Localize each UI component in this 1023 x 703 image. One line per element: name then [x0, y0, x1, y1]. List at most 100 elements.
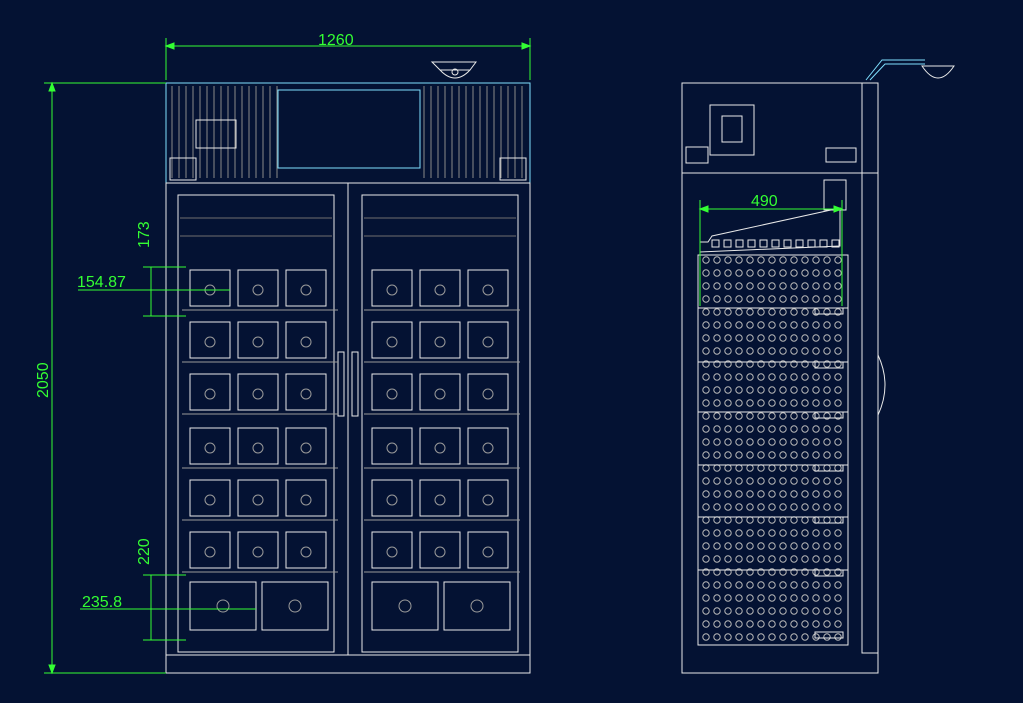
tray-cell — [189, 427, 231, 465]
side-bottle — [702, 581, 710, 589]
tray-item — [204, 388, 216, 400]
side-bottle — [812, 607, 820, 615]
side-bottle — [779, 581, 787, 589]
side-bottle — [823, 256, 831, 264]
side-bottle — [801, 399, 809, 407]
side-bottle — [812, 464, 820, 472]
side-camera — [865, 59, 955, 81]
side-bottle — [735, 321, 743, 329]
side-bottle — [713, 399, 721, 407]
side-bottle — [834, 607, 842, 615]
top-rack-slot — [711, 239, 720, 248]
side-bottle — [746, 256, 754, 264]
side-bottle — [779, 373, 787, 381]
side-bottle — [702, 334, 710, 342]
side-bottle — [790, 425, 798, 433]
side-bottle — [757, 620, 765, 628]
side-bottle — [724, 347, 732, 355]
side-bottle — [779, 386, 787, 394]
side-bottle — [702, 490, 710, 498]
side-bottle — [746, 464, 754, 472]
side-bottle — [702, 308, 710, 316]
side-bottle — [757, 503, 765, 511]
side-bottle — [768, 477, 776, 485]
side-bottle — [823, 633, 831, 641]
side-dimensions — [698, 200, 844, 306]
tray-width-small-label: 154.87 — [77, 274, 126, 291]
side-bottle — [702, 347, 710, 355]
side-shelf-clip — [814, 307, 844, 315]
side-bottle — [713, 256, 721, 264]
side-bottle — [746, 347, 754, 355]
side-bottle — [713, 282, 721, 290]
side-bottle — [713, 581, 721, 589]
side-bottle — [801, 373, 809, 381]
side-bottle — [779, 607, 787, 615]
side-bottle — [823, 399, 831, 407]
side-bottle — [713, 620, 721, 628]
side-bottle — [790, 334, 798, 342]
side-bottle — [757, 451, 765, 459]
tray-item — [204, 336, 216, 348]
side-bottle — [790, 620, 798, 628]
side-bottle — [768, 256, 776, 264]
side-bottle — [801, 594, 809, 602]
tray-item — [386, 388, 398, 400]
side-bottle — [790, 568, 798, 576]
side-bottle — [834, 633, 842, 641]
side-bottle — [823, 529, 831, 537]
side-bottle — [757, 477, 765, 485]
side-bottle — [801, 516, 809, 524]
side-bottle — [834, 542, 842, 550]
side-bottle — [746, 399, 754, 407]
left-hinge-bracket — [169, 157, 197, 181]
tray-cell — [419, 479, 461, 517]
side-bottle — [812, 633, 820, 641]
side-bottle — [713, 503, 721, 511]
tray-cell — [285, 531, 327, 569]
tray-item — [204, 494, 216, 506]
side-shelf-clip — [814, 361, 844, 369]
side-bottle — [724, 386, 732, 394]
side-bottle — [735, 594, 743, 602]
side-bottle — [724, 477, 732, 485]
side-bottle — [790, 633, 798, 641]
tray-cell — [467, 373, 509, 411]
side-bottle — [702, 477, 710, 485]
side-bottle — [801, 347, 809, 355]
side-bottle — [801, 282, 809, 290]
side-bottle — [746, 542, 754, 550]
side-bottle — [812, 308, 820, 316]
side-bottle — [801, 256, 809, 264]
side-bottle — [735, 360, 743, 368]
side-bottle — [834, 347, 842, 355]
tray-cell — [371, 479, 413, 517]
side-bottle — [834, 568, 842, 576]
side-bottle — [757, 555, 765, 563]
side-bottle — [724, 633, 732, 641]
side-bottle — [724, 282, 732, 290]
side-bottle — [702, 282, 710, 290]
side-bottle — [746, 529, 754, 537]
side-bottle — [834, 386, 842, 394]
bottom-spacing-label: 220 — [136, 538, 153, 565]
side-bottle — [757, 269, 765, 277]
tray-cell — [285, 373, 327, 411]
side-bottle — [790, 295, 798, 303]
side-bottle — [757, 412, 765, 420]
side-bottle — [735, 620, 743, 628]
side-bottle — [713, 425, 721, 433]
side-bottle — [790, 529, 798, 537]
side-bottle — [801, 555, 809, 563]
side-bottle — [790, 360, 798, 368]
tray-cell-large — [261, 581, 329, 631]
side-bottle — [757, 529, 765, 537]
tray-cell — [371, 531, 413, 569]
side-view — [681, 59, 955, 674]
side-bottle — [812, 399, 820, 407]
side-bottle — [812, 542, 820, 550]
side-bottle — [801, 334, 809, 342]
side-bottle — [724, 607, 732, 615]
side-bottle — [702, 386, 710, 394]
side-bottle — [823, 568, 831, 576]
